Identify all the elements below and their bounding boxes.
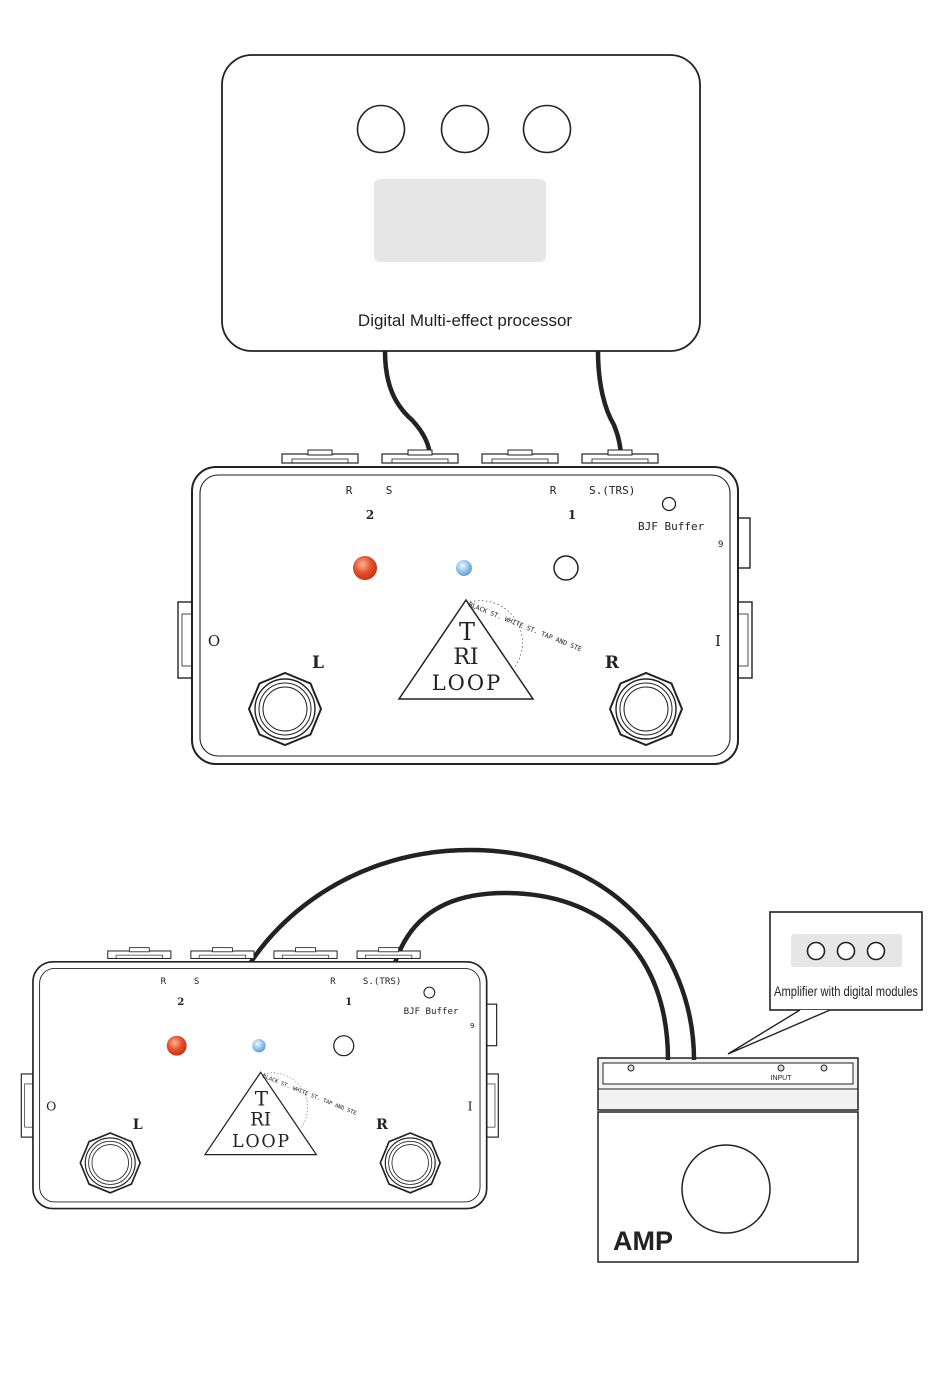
loop2-return-label: R xyxy=(161,977,167,987)
tri-loop-pedal-top: R S R S.(TRS) 2 1 BJF Buffer 9 O I L R T… xyxy=(178,450,752,764)
cable-processor-to-loop1 xyxy=(598,351,621,458)
tri-loop-pedal-bottom: R S R S.(TRS) 2 1 BJF Buffer 9 O I L R T… xyxy=(21,948,498,1209)
buffer-label: BJF Buffer xyxy=(638,520,705,533)
processor-title: Digital Multi-effect processor xyxy=(358,311,572,330)
processor-knob-3 xyxy=(524,106,571,153)
loop2-send-label: S xyxy=(386,484,393,497)
amp-brand: AMP xyxy=(613,1226,673,1256)
logo-loop: LOOP xyxy=(432,671,503,695)
logo-loop: LOOP xyxy=(232,1132,291,1152)
amp-module-knob-2 xyxy=(838,943,855,960)
loop1-send-label: S.(TRS) xyxy=(589,484,635,497)
processor-knob-1 xyxy=(358,106,405,153)
amp-callout-label: Amplifier with digital modules xyxy=(774,984,918,999)
logo-ri: RI xyxy=(453,645,478,670)
loop1-number: 1 xyxy=(568,508,576,522)
logo-ri: RI xyxy=(250,1109,271,1130)
amp-input-label: INPUT xyxy=(771,1075,793,1082)
input-label: I xyxy=(715,632,721,650)
loop2-return-label: R xyxy=(346,484,353,497)
right-switch-label: R xyxy=(376,1117,388,1133)
amp-module-knob-1 xyxy=(808,943,825,960)
power-label: 9 xyxy=(718,540,723,550)
power-label: 9 xyxy=(470,1021,475,1030)
loop1-return-label: R xyxy=(550,484,557,497)
right-switch-label: R xyxy=(605,653,620,673)
loop1-number: 1 xyxy=(345,997,352,1008)
loop2-number: 2 xyxy=(366,508,374,522)
input-label: I xyxy=(468,1099,473,1114)
buffer-label: BJF Buffer xyxy=(404,1007,459,1017)
amp-speaker xyxy=(682,1145,770,1233)
processor-screen xyxy=(374,179,546,262)
loop1-return-label: R xyxy=(330,977,336,987)
left-switch-label: L xyxy=(133,1117,143,1133)
loop1-send-label: S.(TRS) xyxy=(363,977,401,987)
output-label: O xyxy=(46,1099,56,1114)
amp-module-knob-3 xyxy=(868,943,885,960)
multi-effect-processor: Digital Multi-effect processor xyxy=(222,55,700,351)
loop2-send-label: S xyxy=(194,977,200,987)
processor-knob-2 xyxy=(442,106,489,153)
left-switch-label: L xyxy=(312,653,324,673)
logo-t: T xyxy=(459,618,475,646)
loop2-number: 2 xyxy=(177,997,184,1008)
logo-t: T xyxy=(255,1087,269,1111)
output-label: O xyxy=(208,632,220,650)
cable-processor-to-loop2 xyxy=(385,351,430,458)
amp-input-jack xyxy=(778,1065,784,1071)
